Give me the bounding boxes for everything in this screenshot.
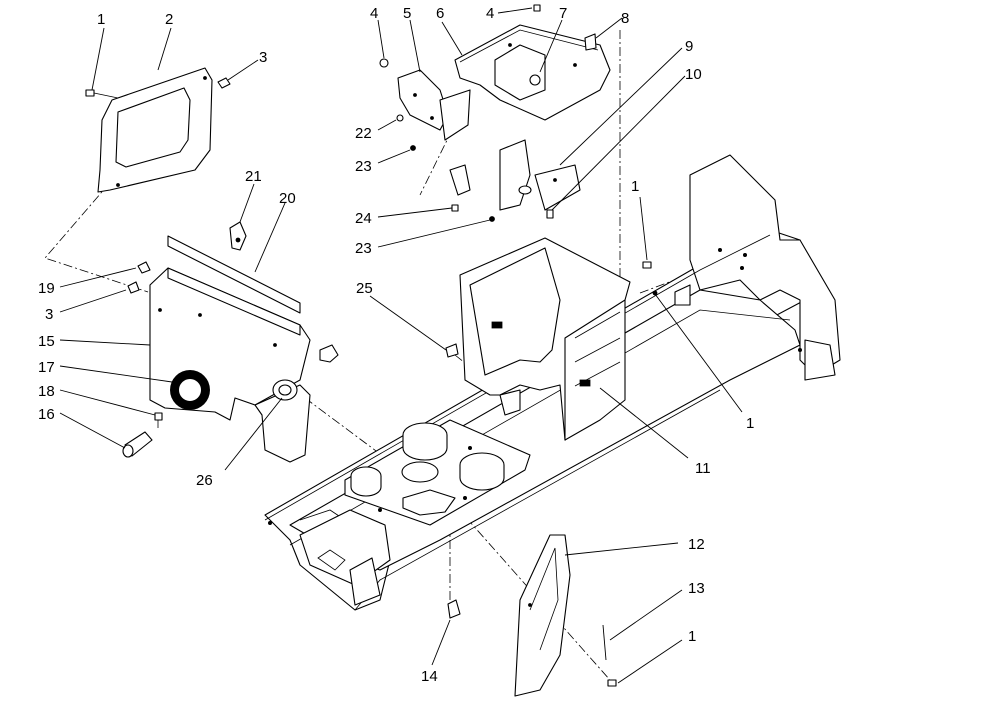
part-23-nut-upper: [410, 145, 416, 151]
callout-21: 21: [245, 168, 262, 185]
part-11-console: [459, 237, 631, 441]
part-13-rod: [602, 624, 607, 661]
part-18-screw: [154, 412, 163, 428]
callout-17: 17: [38, 359, 55, 376]
part-4-ball: [379, 58, 389, 68]
part-1-screw-console: [642, 261, 658, 296]
part-2-side-panel: [97, 67, 213, 193]
part-21-bracket: [229, 221, 247, 251]
callout-23: 23: [355, 240, 372, 257]
callout-9: 9: [685, 38, 693, 55]
part-3-nut-lower: [127, 281, 140, 294]
part-24-switch: [449, 164, 471, 212]
part-15-panel: [149, 267, 339, 463]
callout-3: 3: [45, 306, 53, 323]
part-3-nut-upper: [217, 77, 231, 89]
part-19-nut: [137, 261, 151, 274]
callout-8: 8: [621, 10, 629, 27]
leader-lines: [59, 7, 743, 684]
callout-labels: 1 2 3 4 5 6 4 7 8 9 10 22 23 24 23 21 20…: [38, 5, 754, 685]
part-1-screw-lower: [607, 679, 617, 687]
callout-1: 1: [97, 11, 105, 28]
callout-4: 4: [486, 5, 494, 22]
part-8-clip: [584, 33, 597, 51]
callout-1: 1: [688, 628, 696, 645]
callout-26: 26: [196, 472, 213, 489]
callout-14: 14: [421, 668, 438, 685]
callout-24: 24: [355, 210, 372, 227]
callout-12: 12: [688, 536, 705, 553]
callout-7: 7: [559, 5, 567, 22]
callout-2: 2: [165, 11, 173, 28]
part-25-screw: [445, 343, 459, 358]
callout-1: 1: [746, 415, 754, 432]
callout-23: 23: [355, 158, 372, 175]
part-14-clip: [447, 599, 461, 619]
chassis-frame: [264, 154, 841, 611]
part-1-bolt-upper-left: [85, 89, 119, 99]
callout-25: 25: [356, 280, 373, 297]
callout-18: 18: [38, 383, 55, 400]
callout-15: 15: [38, 333, 55, 350]
callout-19: 19: [38, 280, 55, 297]
callout-20: 20: [279, 190, 296, 207]
callout-22: 22: [355, 125, 372, 142]
callout-10: 10: [685, 66, 702, 83]
part-22-nut: [396, 114, 404, 122]
part-9-bracket: [499, 139, 581, 211]
callout-16: 16: [38, 406, 55, 423]
part-5-bracket: [397, 69, 471, 141]
callout-4: 4: [370, 5, 378, 22]
part-4-screw-top: [533, 4, 541, 12]
part-6-upper-bracket: [454, 24, 611, 121]
part-12-side-cover: [514, 534, 571, 697]
part-20-strip: [167, 235, 301, 314]
callout-11: 11: [695, 460, 711, 477]
callout-13: 13: [688, 580, 705, 597]
callout-1: 1: [631, 178, 639, 195]
callout-3: 3: [259, 49, 267, 66]
part-23-nut-lower: [489, 216, 495, 222]
callout-5: 5: [403, 5, 411, 22]
part-10-screw: [546, 209, 554, 219]
callout-6: 6: [436, 5, 444, 22]
part-16-knob: [122, 431, 153, 458]
part-17-fan-screen: [170, 370, 210, 410]
